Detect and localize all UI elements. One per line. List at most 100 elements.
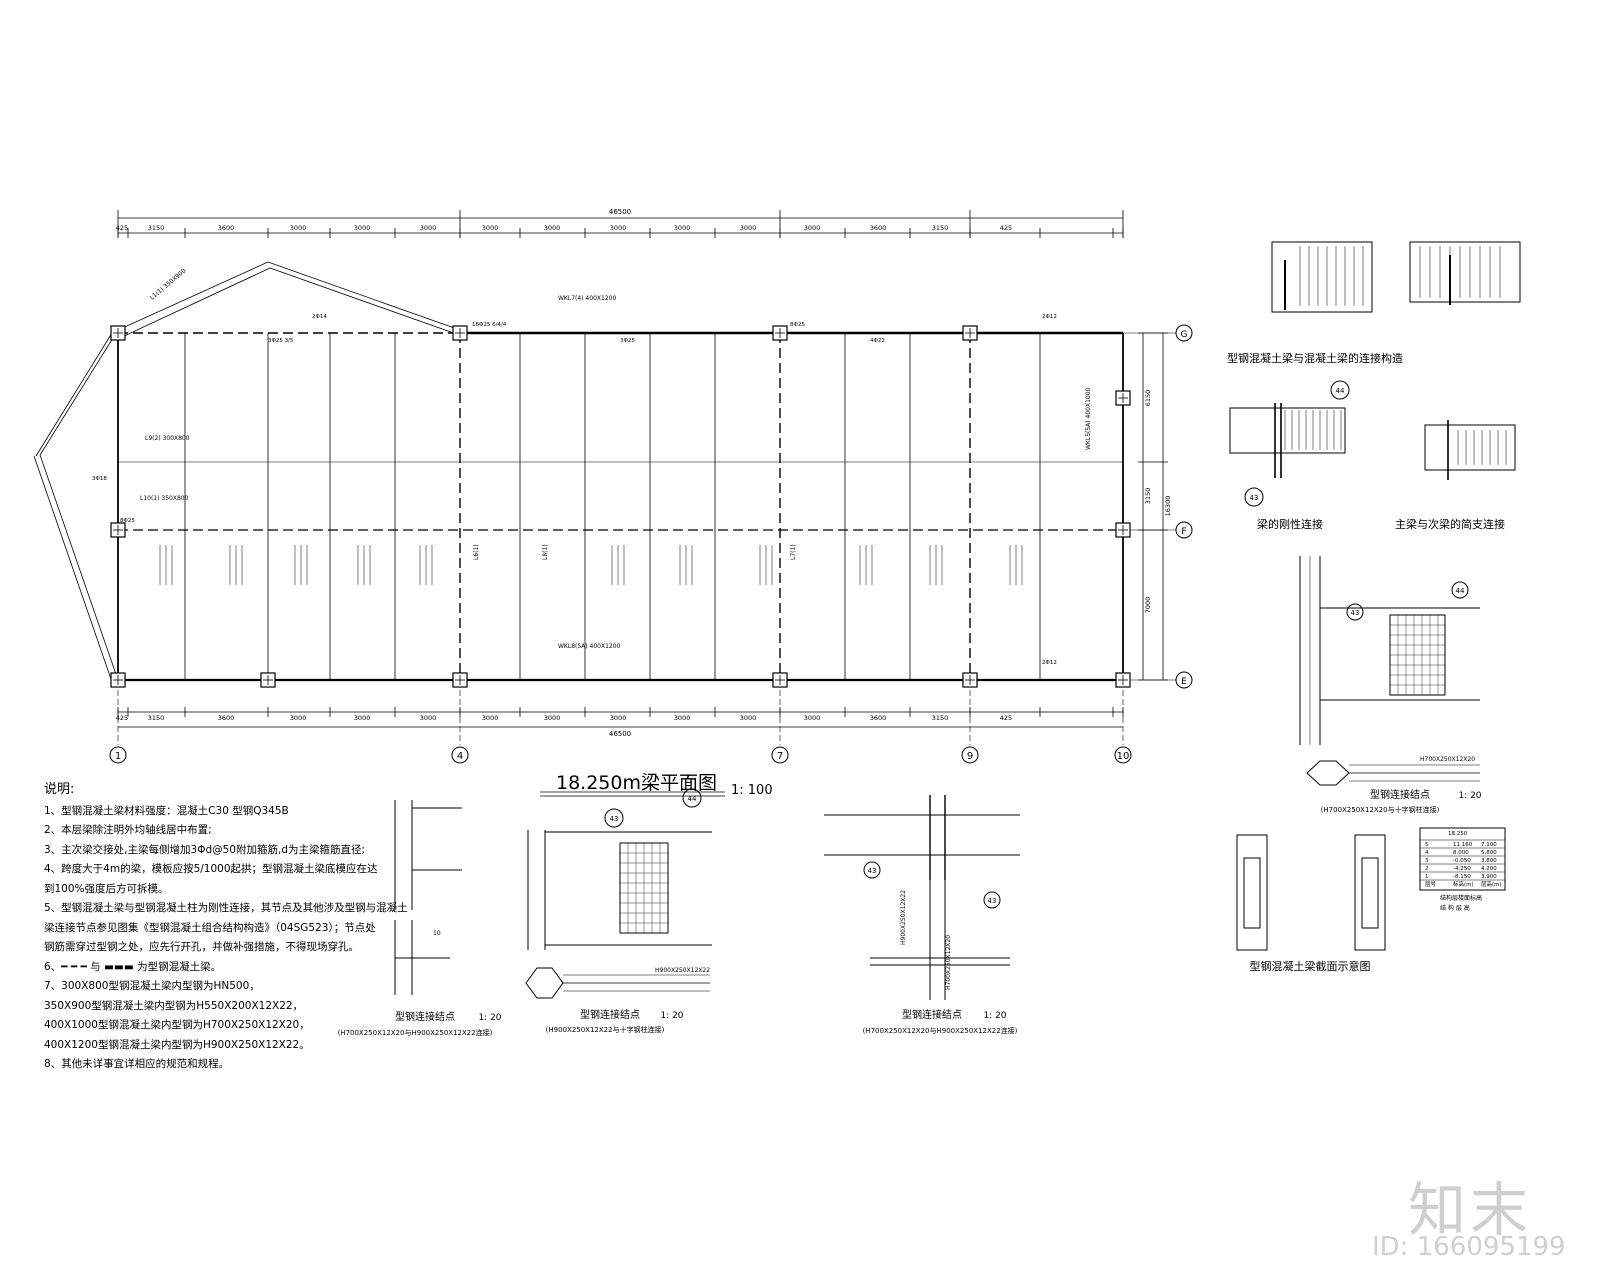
axis-bubble bbox=[961, 746, 979, 764]
dim-bay-bottom: 3150 bbox=[932, 714, 949, 722]
rebar-note: 3Φ25 bbox=[620, 338, 635, 344]
detail5-title: 型钢混凝土梁截面示意图 bbox=[1250, 959, 1371, 973]
axis-label: 1 bbox=[115, 751, 121, 762]
b3-scale: 1: 20 bbox=[983, 1011, 1006, 1021]
dim-bay-bottom: 3600 bbox=[218, 714, 235, 722]
detail2-beam bbox=[1229, 407, 1346, 454]
beam-label: L9(2) 300X800 bbox=[145, 435, 190, 442]
slope-line bbox=[117, 261, 269, 331]
note-item: 400X1200型钢混凝土梁内型钢为H900X250X12X22。 bbox=[44, 1038, 310, 1051]
level-top: 18.250 bbox=[1448, 831, 1468, 837]
note-item: 7、300X800型钢混凝土梁内型钢为HN500， bbox=[44, 980, 260, 992]
note-item: 2、本层梁除注明外均轴线居中布置; bbox=[44, 824, 212, 836]
dim-bay-bottom: 3000 bbox=[482, 714, 499, 722]
dim-bay-top: 3150 bbox=[148, 224, 165, 232]
rebar-note: 3Φ18 bbox=[92, 476, 107, 482]
dim-bay-top: 3000 bbox=[740, 224, 757, 232]
watermark-brand: 知末 bbox=[1408, 1176, 1533, 1244]
table-cell: -0.050 bbox=[1453, 858, 1471, 864]
note-item: 钢筋需穿过型钢之处，应先行开孔，并做补强措施，不得现场穿孔。 bbox=[44, 941, 359, 953]
note-item: 1、型钢混凝土梁材料强度：混凝土C30 型钢Q345B bbox=[44, 804, 289, 817]
note-item: 400X1000型钢混凝土梁内型钢为H700X250X12X20， bbox=[44, 1019, 310, 1031]
b2-title: 型钢连接结点 bbox=[580, 1008, 640, 1021]
axis-label: 7 bbox=[777, 751, 783, 762]
b2-sub: (H900X250X12X22与十字钢柱连接) bbox=[546, 1025, 665, 1034]
b3-title: 型钢连接结点 bbox=[902, 1008, 962, 1021]
table-cell: 3 bbox=[1425, 858, 1429, 864]
b1-sub: (H700X250X12X20与H900X250X12X22连接) bbox=[338, 1028, 493, 1037]
axis-bubble bbox=[1175, 671, 1193, 689]
dim-bay-top: 425 bbox=[1000, 224, 1012, 232]
design-notes: 说明: 1、型钢混凝土梁材料强度：混凝土C30 型钢Q345B 2、本层梁除注明… bbox=[44, 780, 408, 1075]
b3-sub: (H700X250X12X20与H900X250X12X22连接) bbox=[863, 1026, 1018, 1035]
table-header: 层号 bbox=[1425, 881, 1437, 888]
table-header: 标高(m) bbox=[1453, 880, 1474, 888]
dim-bay-top: 3000 bbox=[610, 224, 627, 232]
table-cell: 8.000 bbox=[1453, 850, 1469, 856]
dim-bay-top: 425 bbox=[116, 224, 128, 232]
edge-line bbox=[33, 455, 113, 683]
detail3-title: 主梁与次梁的简支连接 bbox=[1395, 517, 1505, 531]
callout-44 bbox=[1330, 380, 1350, 400]
axis-label: F bbox=[1181, 527, 1186, 537]
detail2-title: 梁的刚性连接 bbox=[1257, 517, 1323, 531]
axis-bubble bbox=[1175, 324, 1193, 342]
dim-bay-bottom: 3000 bbox=[740, 714, 757, 722]
beam-label: WKL7(4) 400X1200 bbox=[558, 295, 616, 302]
slope-line bbox=[267, 261, 461, 331]
dim-overall-bottom: 46500 bbox=[609, 730, 631, 738]
rebar-note: 2Φ14 bbox=[312, 314, 327, 320]
dim-bay-top: 3000 bbox=[290, 224, 307, 232]
dim-bay-top: 3150 bbox=[932, 224, 949, 232]
callout-43 bbox=[983, 891, 1001, 909]
detail3-beam bbox=[1424, 424, 1516, 471]
detail4-scale: 1: 20 bbox=[1458, 791, 1481, 801]
axis-label: 9 bbox=[967, 751, 973, 762]
cross-column bbox=[1306, 760, 1350, 786]
dim-bay-bottom: 3000 bbox=[354, 714, 371, 722]
slope-line bbox=[119, 267, 271, 339]
detail4-label: H700X250X12X20 bbox=[1420, 756, 1475, 763]
table-footer: 结 构 层 高 bbox=[1440, 904, 1470, 912]
axis-label: E bbox=[1181, 677, 1187, 687]
table-cell: 11.160 bbox=[1453, 842, 1473, 848]
rebar-note: 8Φ25 bbox=[120, 518, 135, 524]
detail4-title: 型钢连接结点 bbox=[1370, 788, 1430, 801]
edge-line bbox=[39, 329, 119, 456]
axis-bubble bbox=[451, 746, 469, 764]
beam-label: L6(1) bbox=[473, 544, 480, 560]
dim-bay-bottom: 3600 bbox=[870, 714, 887, 722]
dim-bay-bottom: 3000 bbox=[544, 714, 561, 722]
beam-label: L1(1) 350X900 bbox=[149, 267, 188, 301]
beam-label: L7(1) bbox=[790, 544, 797, 560]
dim-overall-top: 46500 bbox=[609, 208, 631, 216]
section-b-steel bbox=[1361, 857, 1379, 929]
axis-bubble bbox=[771, 746, 789, 764]
b3-label: H700X250X12X20 bbox=[945, 935, 952, 990]
section-a-steel bbox=[1243, 857, 1261, 929]
dim-bay-bottom: 3000 bbox=[290, 714, 307, 722]
callout-43 bbox=[863, 861, 881, 879]
note-item: 4、跨度大于4m的梁，模板应按5/1000起拱；型钢混凝土梁底模应在达 bbox=[44, 863, 378, 875]
cross-column bbox=[525, 967, 564, 999]
table-header: 层高(m) bbox=[1481, 880, 1502, 888]
table-cell: 3.900 bbox=[1481, 874, 1497, 880]
section-a bbox=[1236, 834, 1268, 951]
plan-scale: 1: 100 bbox=[731, 783, 773, 798]
dim-bay-top: 3000 bbox=[544, 224, 561, 232]
rebar-note: 16Φ25 6/4/4 bbox=[472, 322, 507, 328]
table-footer: 结构层楼面标高 bbox=[1440, 894, 1482, 902]
dim-bay-top: 3600 bbox=[218, 224, 235, 232]
note-item: 梁连接节点参见图集《型钢混凝土组合结构构造》（04SG523）；节点处 bbox=[44, 921, 376, 934]
callout-text: 44 bbox=[1456, 587, 1465, 595]
b1-scale: 1: 20 bbox=[478, 1013, 501, 1023]
dim-side: 3150 bbox=[1144, 488, 1152, 505]
section-b bbox=[1354, 834, 1386, 951]
axis-label: 10 bbox=[1117, 751, 1130, 762]
watermark-id: ID: 166095199 bbox=[1372, 1232, 1566, 1262]
slope-line bbox=[269, 267, 463, 337]
callout-text: 43 bbox=[610, 815, 619, 823]
dim-bay-top: 3000 bbox=[420, 224, 437, 232]
